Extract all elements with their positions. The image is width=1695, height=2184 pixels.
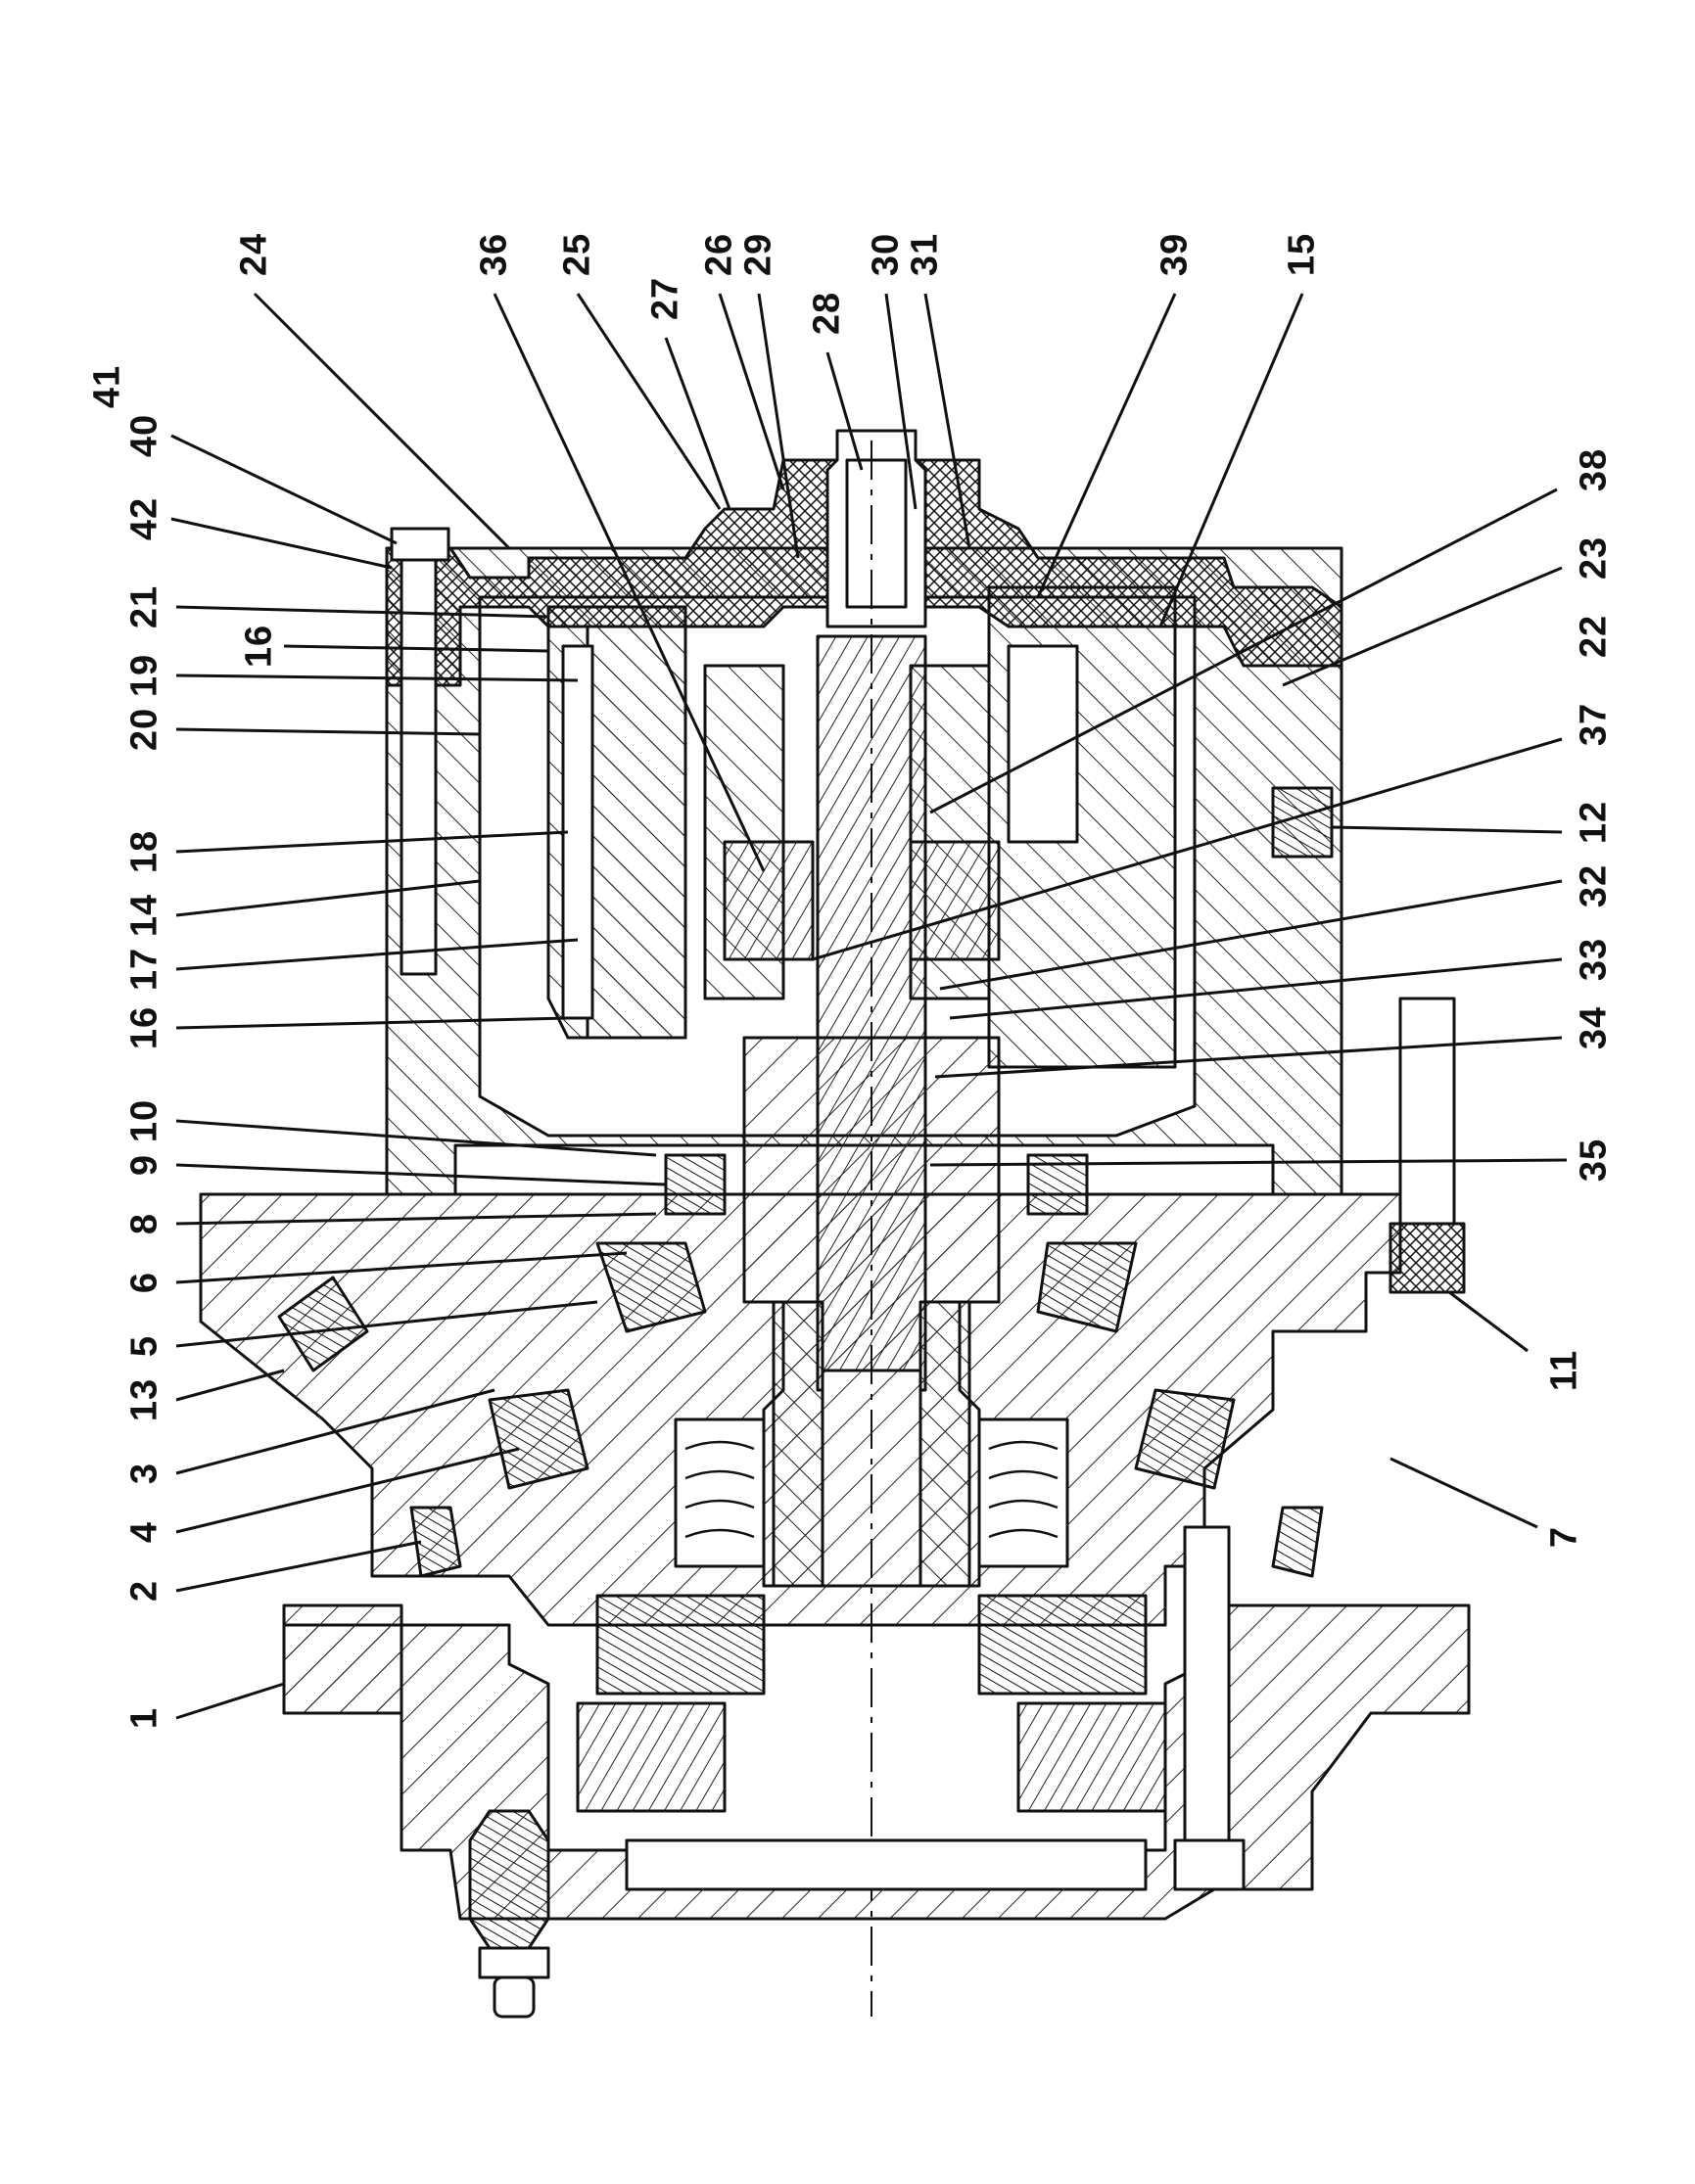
- leader-40: [170, 434, 398, 545]
- seal-2-left: [409, 1506, 462, 1578]
- brake-discs-left: [595, 1594, 766, 1696]
- leader-33: [949, 957, 1563, 1020]
- bearing-36-left: [723, 840, 815, 961]
- input-cap-inner: [845, 458, 908, 609]
- leader-30: [884, 293, 918, 510]
- flange-ear-1: [282, 1603, 403, 1715]
- leader-16b: [175, 1016, 569, 1030]
- leader-28: [825, 351, 864, 471]
- leader-24: [253, 292, 511, 550]
- leader-29: [757, 293, 800, 559]
- shaft-sleeve-left: [772, 1300, 824, 1588]
- leader-37: [812, 737, 1563, 961]
- bolt-lower-right: [1183, 1525, 1231, 1852]
- breather-tip: [493, 1975, 536, 2019]
- leader-26: [718, 293, 785, 490]
- lower-bearing-right: [1134, 1388, 1236, 1490]
- leader-39: [1036, 293, 1177, 598]
- leader-31: [923, 293, 971, 549]
- bolt-40: [400, 541, 438, 976]
- spring-coils-right: [988, 1440, 1059, 1539]
- seal-10-left: [664, 1153, 727, 1216]
- leader-4: [175, 1447, 520, 1534]
- bolt-lower-right-head: [1173, 1838, 1246, 1891]
- leader-2: [175, 1540, 422, 1593]
- leader-1: [175, 1682, 285, 1720]
- leader-34: [934, 1036, 1563, 1079]
- leader-38: [929, 488, 1558, 814]
- leader-13: [175, 1369, 285, 1402]
- leader-17: [175, 938, 579, 971]
- leader-3: [175, 1388, 495, 1475]
- bolt-40-head: [390, 527, 450, 562]
- shaft-sleeve-right: [918, 1300, 971, 1588]
- leader-32: [939, 879, 1563, 991]
- leader-36: [493, 293, 766, 872]
- base-bore: [625, 1838, 1148, 1891]
- leader-7: [1389, 1457, 1538, 1529]
- brake-discs-right: [977, 1594, 1148, 1696]
- brake-spring-left: [674, 1417, 766, 1568]
- brake-piston-left: [576, 1701, 727, 1813]
- leader-9: [175, 1163, 667, 1186]
- brake-piston-right: [1016, 1701, 1167, 1813]
- leader-18: [175, 830, 569, 854]
- spring-coils-left: [684, 1440, 755, 1539]
- leader-19: [175, 674, 579, 682]
- leader-5: [175, 1300, 598, 1348]
- brake-spring-right: [977, 1417, 1069, 1568]
- leader-lines: [170, 292, 1568, 1720]
- leader-23: [1282, 566, 1563, 687]
- leader-16a: [283, 644, 549, 653]
- leader-35: [929, 1158, 1568, 1167]
- leader-10: [175, 1119, 657, 1157]
- taper-bearing-right: [1036, 1241, 1138, 1333]
- leader-20: [175, 727, 481, 736]
- leader-25: [576, 293, 722, 510]
- breather-plug: [468, 1809, 550, 1950]
- ring-gear-window: [1007, 644, 1079, 844]
- bolt-11-head: [1389, 1222, 1466, 1294]
- leader-27: [664, 337, 731, 510]
- base-housing-1: [282, 1603, 1471, 1921]
- leader-42: [170, 517, 393, 570]
- leader-11: [1448, 1290, 1529, 1353]
- leader-8: [175, 1212, 657, 1226]
- leader-12: [1331, 825, 1563, 834]
- seal-2-right: [1271, 1506, 1324, 1578]
- leader-21: [175, 605, 549, 619]
- lower-bearing-left: [488, 1388, 589, 1490]
- plug-13: [277, 1276, 369, 1372]
- leader-6: [175, 1251, 628, 1284]
- bolt-11: [1398, 997, 1456, 1226]
- breather-nut: [478, 1946, 550, 1979]
- leader-14: [175, 879, 481, 917]
- planet-gear: [586, 625, 687, 1040]
- taper-bearing-left: [595, 1241, 707, 1333]
- leader-15: [1158, 293, 1304, 627]
